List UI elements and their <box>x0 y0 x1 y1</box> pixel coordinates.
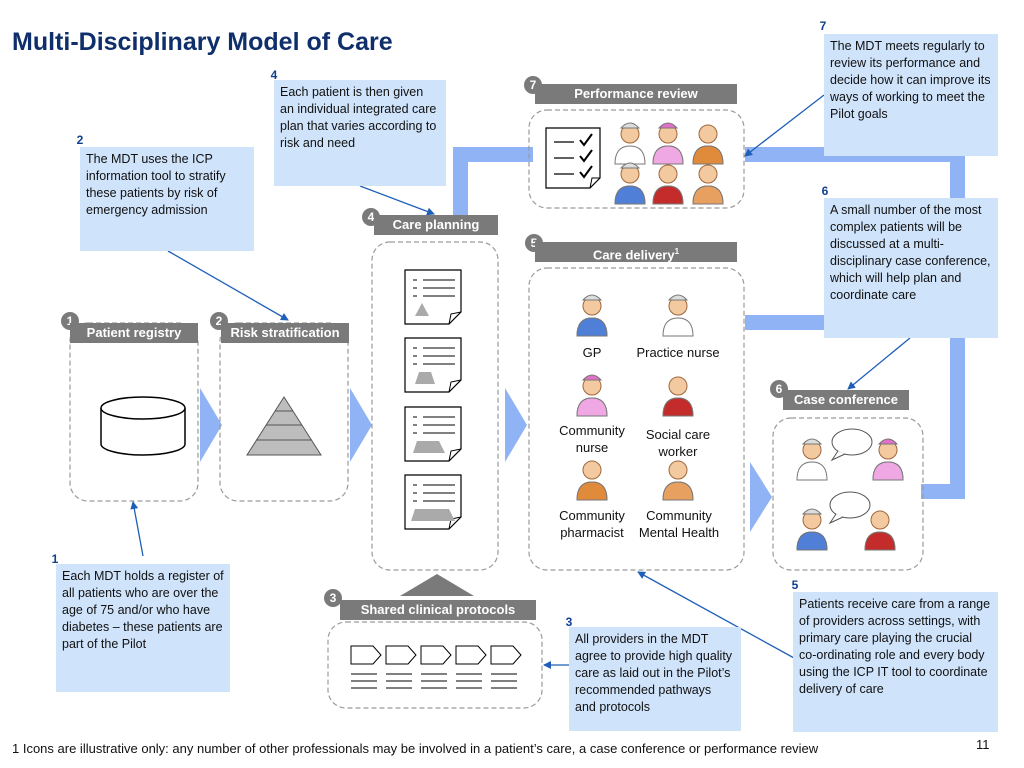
flow-arrows <box>200 388 772 532</box>
social-worker-icon <box>662 376 694 417</box>
stage-label-performance-review: Performance review <box>535 84 737 104</box>
role-community-nurse: Community nurse <box>559 423 625 455</box>
stage-label-patient-registry: Patient registry <box>70 323 198 343</box>
note-1: Each MDT holds a register of all patient… <box>56 564 230 692</box>
stage-label-risk-stratification: Risk stratification <box>221 323 349 343</box>
nurse-icon <box>576 374 608 417</box>
mental-health-worker-icon <box>692 164 724 205</box>
doctor-icon <box>796 508 828 551</box>
role-practice-nurse: Practice nurse <box>636 345 720 360</box>
social-worker-icon <box>652 164 684 205</box>
note-number-1: 1 <box>51 552 59 566</box>
role-community-pharmacist: Community pharmacist <box>559 508 625 540</box>
note-number-5: 5 <box>791 578 799 592</box>
case-conference-team <box>796 428 904 551</box>
care-plan-document-icon <box>404 337 462 393</box>
note-6: A small number of the most complex patie… <box>824 198 998 338</box>
performance-review-team <box>614 122 724 205</box>
note-number-7: 7 <box>819 19 827 33</box>
note-number-3: 3 <box>565 615 573 629</box>
protocol-steps-icon <box>350 645 522 689</box>
note-3: All providers in the MDT agree to provid… <box>569 627 741 731</box>
stage-number-3: 3 <box>324 589 342 607</box>
doctor-icon <box>662 294 694 337</box>
flow-arrow-1 <box>200 388 222 462</box>
note-number-2: 2 <box>76 133 84 147</box>
nurse-icon <box>872 438 904 481</box>
care-plan-document-icon <box>404 406 462 462</box>
checklist-icon <box>545 127 601 189</box>
page-number: 11 <box>976 737 990 752</box>
social-worker-icon <box>864 510 896 551</box>
footnote-mark: 1 <box>674 247 680 256</box>
callout-arrow-6 <box>847 337 911 390</box>
flow-arrow-2 <box>350 388 372 462</box>
note-number-4: 4 <box>270 68 278 82</box>
page-title: Multi-Disciplinary Model of Care <box>12 28 393 56</box>
stage-label-care-delivery: Care delivery1 <box>535 242 737 262</box>
mental-health-worker-icon <box>662 460 694 501</box>
note-2: The MDT uses the ICP information tool to… <box>80 147 254 251</box>
note-number-6: 6 <box>821 184 829 198</box>
care-delivery-box <box>528 267 745 571</box>
performance-review-box <box>528 109 745 209</box>
risk-pyramid-icon <box>246 396 322 456</box>
risk-stratification-box <box>219 322 349 502</box>
stage-label-case-conference: Case conference <box>783 390 909 410</box>
footnote: 1 Icons are illustrative only: any numbe… <box>12 741 819 756</box>
doctor-icon <box>614 122 646 165</box>
pharmacist-icon <box>576 460 608 501</box>
case-conference-box <box>772 417 924 571</box>
speech-bubble-icon <box>830 428 873 462</box>
flow-arrow-3 <box>505 388 527 462</box>
care-planning-box <box>371 241 499 571</box>
doctor-icon <box>796 438 828 481</box>
stage-label-care-planning: Care planning <box>374 215 498 235</box>
note-4: Each patient is then given an individual… <box>274 80 446 186</box>
stage-label-shared-protocols: Shared clinical protocols <box>340 600 536 620</box>
callout-arrow-7 <box>744 94 825 157</box>
role-gp: GP <box>582 345 602 360</box>
shared-protocols-box <box>327 621 543 709</box>
care-plan-document-icon <box>404 269 462 325</box>
callout-arrow-2 <box>167 250 289 321</box>
doctor-icon <box>576 294 608 337</box>
nurse-icon <box>652 122 684 165</box>
note-5: Patients receive care from a range of pr… <box>793 592 998 732</box>
patient-registry-box <box>69 322 199 502</box>
care-delivery-team <box>576 294 694 501</box>
note-7: The MDT meets regularly to review its pe… <box>824 34 998 156</box>
care-delivery-label-text: Care delivery <box>592 247 675 263</box>
callout-arrow-4 <box>359 185 435 216</box>
care-plan-document-icon <box>404 474 462 530</box>
callout-arrow-1 <box>130 501 144 557</box>
role-community-mental-health: Community Mental Health <box>638 508 720 540</box>
role-social-care-worker: Social care worker <box>645 427 711 459</box>
speech-bubble-icon <box>828 491 871 525</box>
callout-arrow-5 <box>637 571 795 659</box>
care-plan-documents <box>404 269 462 530</box>
doctor-icon <box>614 162 646 205</box>
flow-arrow-4 <box>750 462 772 532</box>
protocol-support-arrow <box>400 574 474 596</box>
database-cylinder-icon <box>100 396 186 456</box>
pharmacist-icon <box>692 124 724 165</box>
